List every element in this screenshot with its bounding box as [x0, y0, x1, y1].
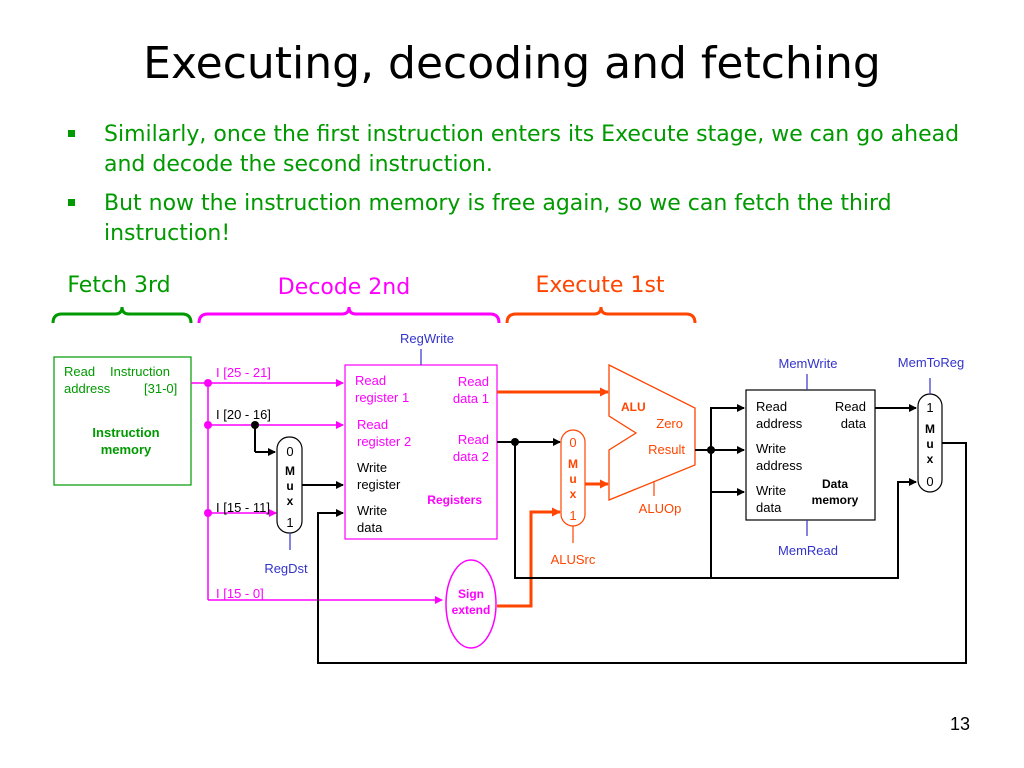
regdst-mux-letter-x: x [287, 494, 294, 508]
instruction-junctions [204, 379, 212, 517]
memtoreg-control-label: MemToReg [898, 355, 964, 370]
regdst-control-label: RegDst [264, 561, 308, 576]
memwrite-control-label: MemWrite [779, 356, 838, 371]
alusrc-mux-letter-m: M [568, 457, 578, 471]
registers-name: Registers [427, 493, 482, 507]
alusrc-mux-letter-x: x [570, 487, 577, 501]
im-bits-label: [31-0] [144, 381, 177, 396]
regdst-mux-letter-m: M [285, 464, 295, 478]
dm-name-line1: Data [822, 477, 848, 491]
memread-control-label: MemRead [778, 543, 838, 558]
instruction-wires [191, 379, 443, 604]
alu-unit [608, 363, 696, 501]
reg-read-data-2-l2: data 2 [453, 449, 489, 464]
reg-write-data-l1: Write [357, 503, 387, 518]
stage-label-decode: Decode 2nd [278, 275, 410, 300]
bullet-text: Similarly, once the first instruction en… [104, 122, 960, 177]
bullet-text: But now the instruction memory is free a… [104, 191, 892, 246]
execute-brace [505, 306, 697, 324]
memtoreg-mux-letter-u: u [926, 437, 933, 451]
bullet-item: But now the instruction memory is free a… [66, 189, 986, 249]
page-number: 13 [949, 714, 970, 734]
stage-label-fetch: Fetch 3rd [67, 273, 170, 298]
aluop-control-label: ALUOp [639, 501, 682, 516]
read-data-2-junction [511, 438, 519, 446]
reg-read-data-2-l1: Read [458, 432, 489, 447]
field-rd-label: I [15 - 11] [216, 500, 270, 515]
alusrc-mux-in1: 1 [569, 508, 576, 523]
dm-name-line2: memory [812, 493, 859, 507]
decode-brace [197, 306, 501, 324]
bullet-list: Similarly, once the first instruction en… [66, 120, 986, 258]
dm-write-address-l1: Write [756, 441, 786, 456]
alu-result-label: Result [648, 442, 685, 457]
alu-zero-label: Zero [656, 416, 683, 431]
memtoreg-mux-in1: 1 [926, 400, 933, 415]
sign-extend-line2: extend [452, 603, 491, 617]
data-memory-box [745, 389, 876, 521]
bullet-item: Similarly, once the first instruction en… [66, 120, 986, 180]
memtoreg-mux-letter-m: M [925, 422, 935, 436]
sign-extend-unit [445, 559, 497, 649]
dm-write-data-l1: Write [756, 483, 786, 498]
im-read-label: Read [64, 364, 95, 379]
dm-read-address-l1: Read [756, 399, 787, 414]
alu-result-wires [695, 404, 917, 579]
memtoreg-mux-letter-x: x [927, 452, 934, 466]
reg-write-data-l2: data [357, 520, 383, 535]
alusrc-mux-in0: 0 [569, 435, 576, 450]
field-rs-label: I [25 - 21] [216, 365, 271, 380]
alusrc-control-label: ALUSrc [551, 552, 596, 567]
sign-extend-line1: Sign [458, 587, 484, 601]
im-name-line1: Instruction [92, 425, 159, 440]
stage-label-execute: Execute 1st [535, 273, 664, 298]
rt-junction [251, 421, 259, 429]
im-address-label: address [64, 381, 111, 396]
regdst-mux-in0: 0 [286, 444, 293, 459]
regdst-mux-letter-u: u [286, 479, 293, 493]
dm-read-data-l2: data [841, 416, 867, 431]
reg-read-register-2-l1: Read [357, 417, 388, 432]
dm-read-address-l2: address [756, 416, 803, 431]
field-imm-label: I [15 - 0] [216, 586, 264, 601]
memtoreg-mux-in0: 0 [926, 474, 933, 489]
dm-write-data-l2: data [756, 500, 782, 515]
dm-read-data-l1: Read [835, 399, 866, 414]
square-bullet-icon [68, 130, 75, 137]
alu-name: ALU [621, 400, 646, 414]
regdst-mux-in1: 1 [286, 515, 293, 530]
fetch-brace [51, 306, 193, 324]
reg-read-register-2-l2: register 2 [357, 434, 411, 449]
im-name-line2: memory [101, 442, 152, 457]
slide-title: Executing, decoding and fetching [143, 38, 881, 89]
dm-write-address-l2: address [756, 458, 803, 473]
alusrc-mux-letter-u: u [569, 472, 576, 486]
regwrite-control-label: RegWrite [400, 331, 454, 346]
alu-result-junction [707, 446, 715, 454]
im-instruction-label: Instruction [110, 364, 170, 379]
write-back-wire [317, 442, 967, 664]
field-rt-label: I [20 - 16] [216, 407, 271, 422]
reg-read-data-1-l1: Read [458, 374, 489, 389]
register-file-box [344, 364, 498, 540]
execute-wires [497, 387, 609, 608]
regdst-wires [254, 425, 344, 489]
square-bullet-icon [68, 199, 75, 206]
reg-write-register-l1: Write [357, 460, 387, 475]
reg-write-register-l2: register [357, 477, 401, 492]
reg-read-register-1-l2: register 1 [355, 390, 409, 405]
reg-read-data-1-l2: data 1 [453, 391, 489, 406]
reg-read-register-1-l1: Read [355, 373, 386, 388]
instruction-memory-box [53, 356, 192, 486]
